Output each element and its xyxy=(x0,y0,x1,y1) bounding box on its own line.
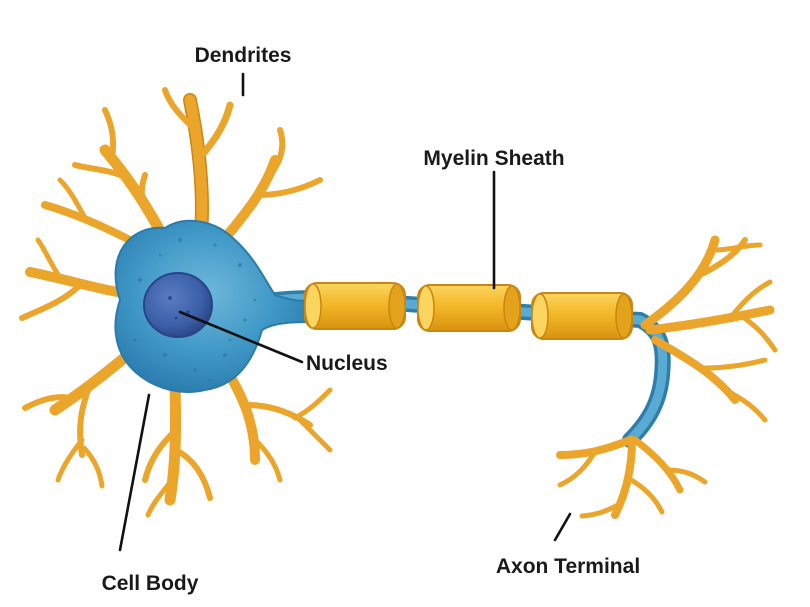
terminal-branch xyxy=(640,235,720,330)
terminal-branch xyxy=(625,475,665,515)
terminal-branch xyxy=(722,387,768,423)
dendrite-branch xyxy=(102,107,117,161)
dendrite-branch xyxy=(292,387,333,421)
myelin-segment xyxy=(417,284,521,332)
nucleus-leader-line xyxy=(178,310,304,364)
myelin-sheath-group xyxy=(304,282,633,340)
dendrite-branch xyxy=(267,127,286,178)
label-nucleus: Nucleus xyxy=(306,352,388,375)
dendrite-branch xyxy=(19,282,83,321)
nucleus xyxy=(143,272,213,338)
myelin-segment xyxy=(304,282,406,330)
dendrite-branch xyxy=(255,177,323,198)
label-axon-terminal: Axon Terminal xyxy=(496,555,640,578)
terminal-branch xyxy=(645,305,775,335)
terminal-branch xyxy=(557,449,598,488)
terminal-branch xyxy=(712,242,763,253)
label-myelin-sheath: Myelin Sheath xyxy=(423,147,564,170)
dendrite-branch xyxy=(55,437,85,483)
terminal-branch xyxy=(727,279,773,321)
terminal-branch xyxy=(631,436,684,494)
dendrite-branch xyxy=(194,101,234,164)
terminal-branch xyxy=(579,502,621,519)
leader-lines xyxy=(118,72,572,552)
label-dendrites: Dendrites xyxy=(195,44,292,67)
cell-texture xyxy=(133,238,257,382)
myelin-segment xyxy=(531,292,633,340)
dendrite-branch xyxy=(57,177,88,221)
terminal-branch xyxy=(737,312,778,353)
axon-terminal-branches xyxy=(556,235,778,519)
label-cell-body: Cell Body xyxy=(102,572,199,595)
dendrite-branch xyxy=(22,394,75,411)
dendrite-branch xyxy=(173,447,213,501)
dendrite-branch xyxy=(35,237,63,281)
terminal-branch xyxy=(665,467,708,485)
dendrite-branch xyxy=(252,437,283,483)
labels: Dendrites Myelin Sheath Nucleus Cell Bod… xyxy=(102,44,641,595)
terminal-branch xyxy=(697,237,748,278)
terminal-branch xyxy=(702,357,768,371)
cell-body-leader-line xyxy=(118,393,151,552)
dendrite-branch xyxy=(297,417,333,453)
dendrite-branch xyxy=(81,445,105,489)
dendrite-branch xyxy=(77,382,93,458)
dendrite-branch xyxy=(72,162,133,183)
dendrite-branch xyxy=(41,201,144,249)
dendrite-branch xyxy=(162,87,198,133)
dendrite-branch xyxy=(138,172,153,218)
dendrite-branch xyxy=(145,477,175,518)
dendrite-branch xyxy=(142,427,179,483)
terminal-branch xyxy=(611,436,636,519)
axon-terminal-leader-line xyxy=(553,512,572,542)
